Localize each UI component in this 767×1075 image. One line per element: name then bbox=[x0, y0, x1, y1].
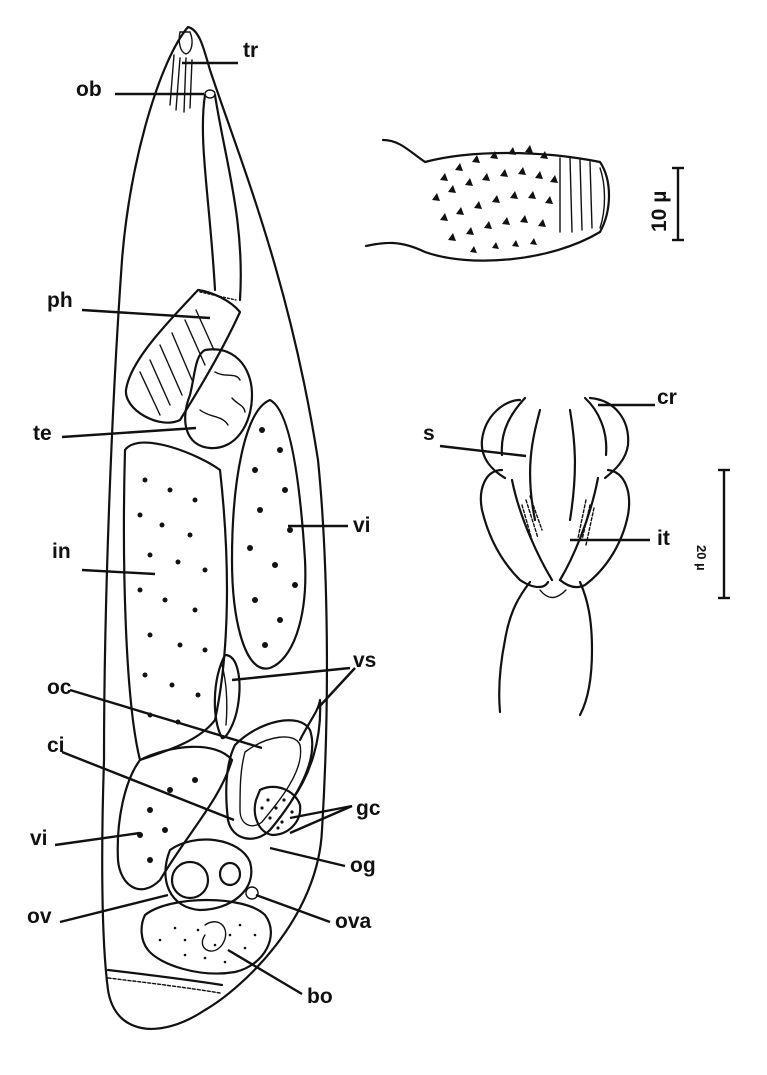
label-oc: oc bbox=[47, 676, 72, 699]
label-cr: cr bbox=[657, 386, 677, 409]
label-bo: bo bbox=[307, 985, 333, 1008]
label-ci: ci bbox=[47, 734, 65, 757]
scale-label-10: 10 µ bbox=[648, 191, 671, 232]
label-te: te bbox=[33, 422, 52, 445]
label-tr: tr bbox=[243, 39, 258, 62]
label-vi-lower: vi bbox=[30, 827, 48, 850]
leader-lines bbox=[54, 61, 356, 996]
scale-bar-spine: 10 µ bbox=[648, 166, 684, 242]
scale-bar-copulatory: 20 µ bbox=[694, 468, 730, 600]
label-og: og bbox=[350, 854, 376, 877]
label-vi-upper: vi bbox=[353, 514, 371, 537]
label-vs: vs bbox=[353, 649, 376, 672]
worm-body-drawing bbox=[101, 25, 329, 1030]
vitellaria-stippling bbox=[137, 427, 298, 863]
label-ov: ov bbox=[27, 905, 52, 928]
label-ob: ob bbox=[76, 78, 102, 101]
tegument-spine-detail bbox=[364, 138, 610, 262]
label-ova: ova bbox=[335, 910, 372, 933]
gland-cells-stipple bbox=[260, 798, 294, 830]
spine-marks bbox=[432, 145, 558, 253]
label-it: it bbox=[657, 527, 670, 550]
scale-label-20: 20 µ bbox=[694, 545, 709, 571]
intestine-stippling bbox=[137, 477, 208, 725]
label-s: s bbox=[423, 422, 435, 445]
label-ph: ph bbox=[47, 289, 73, 312]
leader-s bbox=[439, 444, 527, 458]
copulatory-organ-detail bbox=[479, 396, 631, 717]
label-in: in bbox=[52, 540, 71, 563]
label-gc: gc bbox=[356, 797, 381, 820]
egg-cluster-stipple bbox=[158, 923, 257, 964]
